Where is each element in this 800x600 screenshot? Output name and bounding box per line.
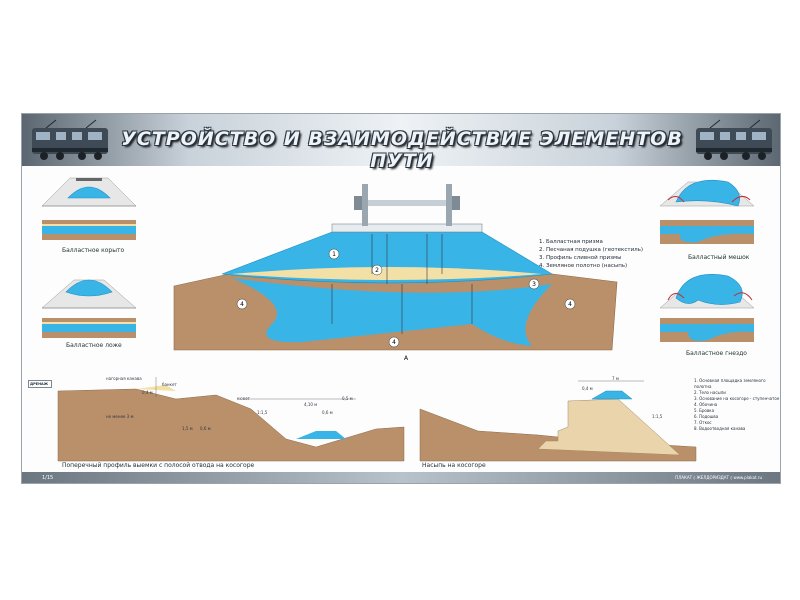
note-width-b: 0,6 м [200,426,211,431]
caption-ballast-bed: Балластное ложе [66,342,122,349]
svg-text:4: 4 [568,301,572,308]
poster: УСТРОЙСТВО И ВЗАИМОДЕЙСТВИЕ ЭЛЕМЕНТОВ ПУ… [21,113,781,484]
main-legend-item: 2. Песчаная подушка (геотекстиль) [539,247,644,253]
wheelset [354,184,460,226]
label-2: 2 [371,264,383,276]
svg-text:4: 4 [392,339,396,346]
note-berm: банкет [162,382,177,387]
embankment-legend-item: 8. Водоотводная канава [694,426,746,431]
embankment-legend-item: 1. Основная площадка земляного полотна [694,378,766,389]
embankment-legend-item: 3. Основание на косогоре - ступенчатое [694,396,780,401]
svg-text:2: 2 [375,267,379,274]
embankment-legend-item: 2. Тело насыпи [694,390,726,395]
embankment-legend-item: 7. Откос [694,420,712,425]
drainage-legend-title: ДРЕНАЖ [28,380,52,388]
label-4c: 4 [564,298,576,310]
ballast-trough-profile [41,177,137,207]
caption-ballast-nest: Балластное гнездо [686,350,747,357]
footer-bar: 1/15 ПЛАКАТ ◊ ЖЕЛДОРИЗДАТ ◊ www.plakat.r… [22,472,780,483]
note-upland-ditch: нагорная канава [106,376,142,381]
note-side-ditch: кювет [237,396,250,401]
caption-embankment: Насыпь на косогоре [422,462,486,469]
embankment-legend-item: 5. Бровка [694,408,715,413]
ballast-nest-profile [659,274,755,309]
dim-depth: 0,4 м [582,386,593,391]
note-width-c: 4,10 м [304,402,318,407]
dim-slope: 1:1,5 [652,414,663,419]
poster-title: УСТРОЙСТВО И ВЗАИМОДЕЙСТВИЕ ЭЛЕМЕНТОВ ПУ… [121,128,683,172]
svg-text:1: 1 [332,251,336,258]
footer-code: 1/15 [42,475,54,481]
embankment-slope-drawing [419,380,697,462]
note-width-e: 0,5 м [342,396,353,401]
footer-publisher: ПЛАКАТ ◊ ЖЕЛДОРИЗДАТ ◊ www.plakat.ru [675,475,762,480]
embankment-legend: 1. Основная площадка земляного полотна 2… [694,378,780,432]
main-legend-item: 1. Балластная призма [539,239,603,245]
caption-ballast-trough: Балластное корыто [62,247,125,254]
label-4a: 4 [236,298,248,310]
note-width-d: 0,6 м [322,410,333,415]
label-1: 1 [328,248,340,260]
note-depth: 0,4 м [142,390,153,395]
note-min-width: не менее 3 м [106,414,134,419]
label-3: 3 [528,278,540,290]
svg-text:3: 3 [532,281,536,288]
caption-ballast-sack: Балластный мешок [688,254,750,261]
ballast-bed-plan [42,318,136,338]
sleeper [331,223,483,233]
ballast-nest-plan [660,318,754,342]
note-slope: 1:1,5 [257,410,268,415]
main-legend-item: 4. Земляное полотно (насыпь) [539,263,628,269]
svg-text:4: 4 [240,301,244,308]
main-legend: 1. Балластная призма 2. Песчаная подушка… [539,238,643,270]
locomotive-right-icon [696,119,772,160]
embankment-legend-item: 6. Подошва [694,414,719,419]
note-width-a: 1,5 м [182,426,193,431]
dim-width: 7 м [612,376,619,381]
load-arrows [331,234,473,334]
locomotive-left-icon [32,119,108,160]
right-panels-drawing [659,179,755,342]
ballast-trough-plan [42,220,136,240]
ballast-sack-profile [659,179,755,207]
header-banner: УСТРОЙСТВО И ВЗАИМОДЕЙСТВИЕ ЭЛЕМЕНТОВ ПУ… [22,114,780,172]
left-panels-drawing [41,177,137,338]
caption-cutting-profile: Поперечный профиль выемки с полосой отво… [62,462,255,469]
section-mark: А [404,355,409,362]
ballast-bed-profile [41,279,137,309]
main-legend-item: 3. Профиль сливной призмы [539,255,622,261]
cutting-profile-drawing [57,377,405,462]
drainage-legend: ДРЕНАЖ [28,380,52,388]
main-track-section: 1 2 3 4 4 4 4 А [173,184,618,362]
embankment-legend-item: 4. Обочина [694,402,718,407]
ballast-sack-plan [660,220,754,244]
label-4b: 4 [388,336,400,348]
